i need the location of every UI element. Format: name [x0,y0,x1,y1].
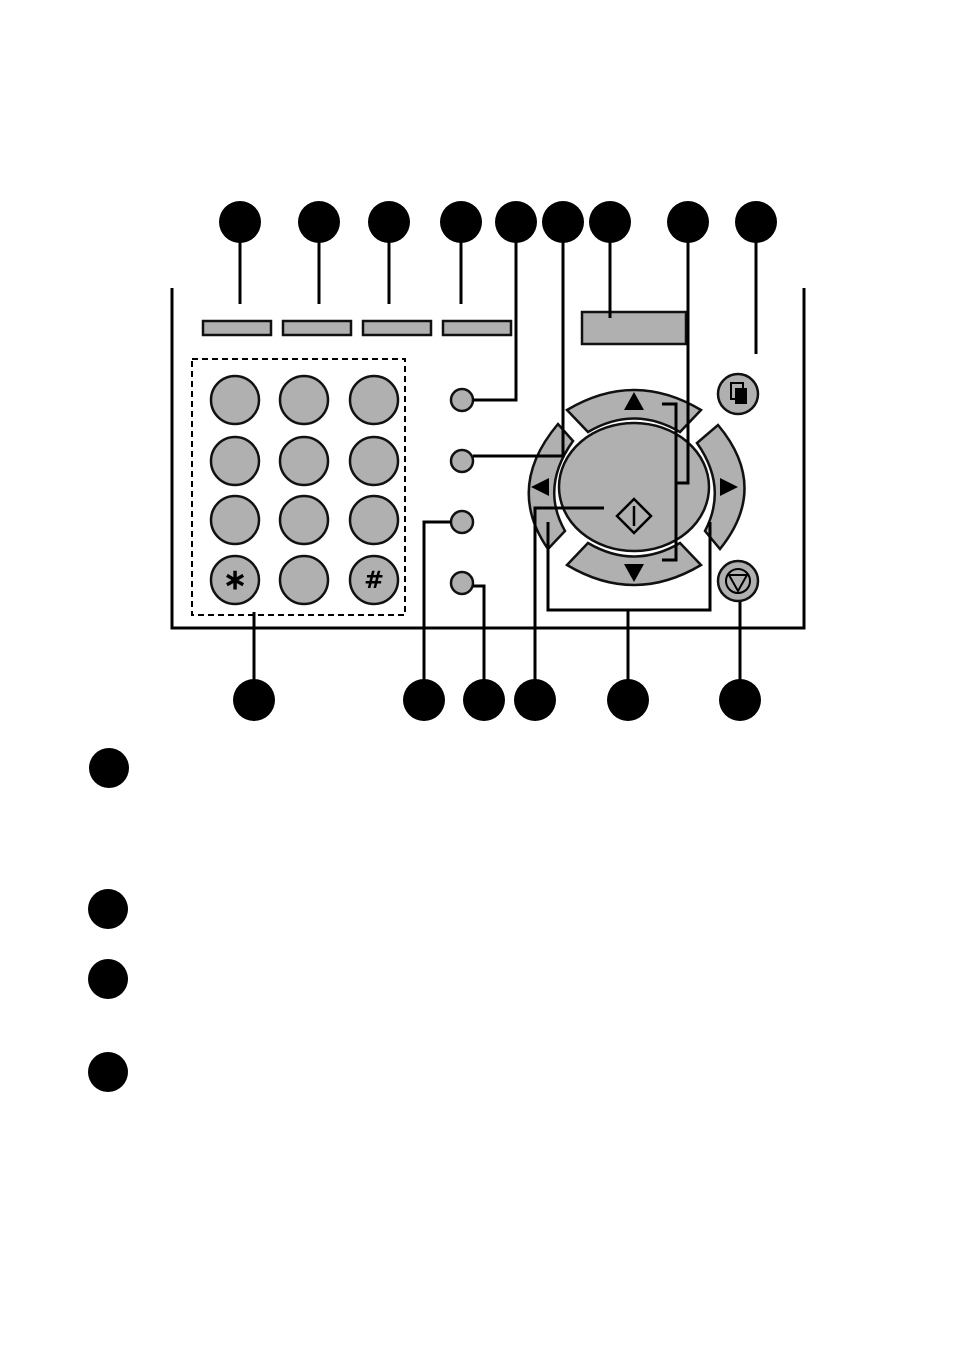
keypad-key-6[interactable] [350,437,398,485]
callout-top-8 [667,201,709,243]
stop-button[interactable] [718,561,758,601]
legend-callouts [88,748,129,1092]
callouts-bottom [233,679,761,721]
navigation-pad [529,390,745,585]
keypad-key-8[interactable] [280,496,328,544]
panel-key-4[interactable] [443,321,511,335]
panel-key-3[interactable] [363,321,431,335]
keypad-key-7[interactable] [211,496,259,544]
function-button-2[interactable] [451,450,473,472]
callout-bottom-1 [233,679,275,721]
legend-callout-3 [88,959,128,999]
legend-callout-2 [88,889,128,929]
callout-bottom-2 [403,679,445,721]
legend-callout-1 [89,748,129,788]
keypad-key-star-label: ∗ [222,563,247,598]
callout-top-2 [298,201,340,243]
callout-top-9 [735,201,777,243]
display-window [582,312,686,344]
callout-top-3 [368,201,410,243]
callout-top-6 [542,201,584,243]
function-button-3[interactable] [451,511,473,533]
callout-bottom-6 [719,679,761,721]
keypad-key-4[interactable] [211,437,259,485]
keypad-key-1[interactable] [211,376,259,424]
leader-top-6 [473,222,563,456]
keypad-key-9[interactable] [350,496,398,544]
callout-top-5 [495,201,537,243]
keypad-key-3[interactable] [350,376,398,424]
numeric-keypad: ∗# [211,376,398,604]
keypad-key-hash-label: # [364,566,384,594]
panel-key-2[interactable] [283,321,351,335]
function-button-1[interactable] [451,389,473,411]
copy-button[interactable] [718,374,758,414]
keypad-key-5[interactable] [280,437,328,485]
keypad-key-2[interactable] [280,376,328,424]
function-button-4[interactable] [451,572,473,594]
callout-top-7 [589,201,631,243]
callout-top-1 [219,201,261,243]
callout-bottom-3 [463,679,505,721]
callouts-top [219,201,777,243]
keypad-key-0[interactable] [280,556,328,604]
leader-bottom-2 [424,522,451,700]
callout-bottom-4 [514,679,556,721]
callout-top-4 [440,201,482,243]
panel-key-1[interactable] [203,321,271,335]
legend-callout-4 [88,1052,128,1092]
callout-bottom-5 [607,679,649,721]
leader-top-5 [473,222,516,400]
